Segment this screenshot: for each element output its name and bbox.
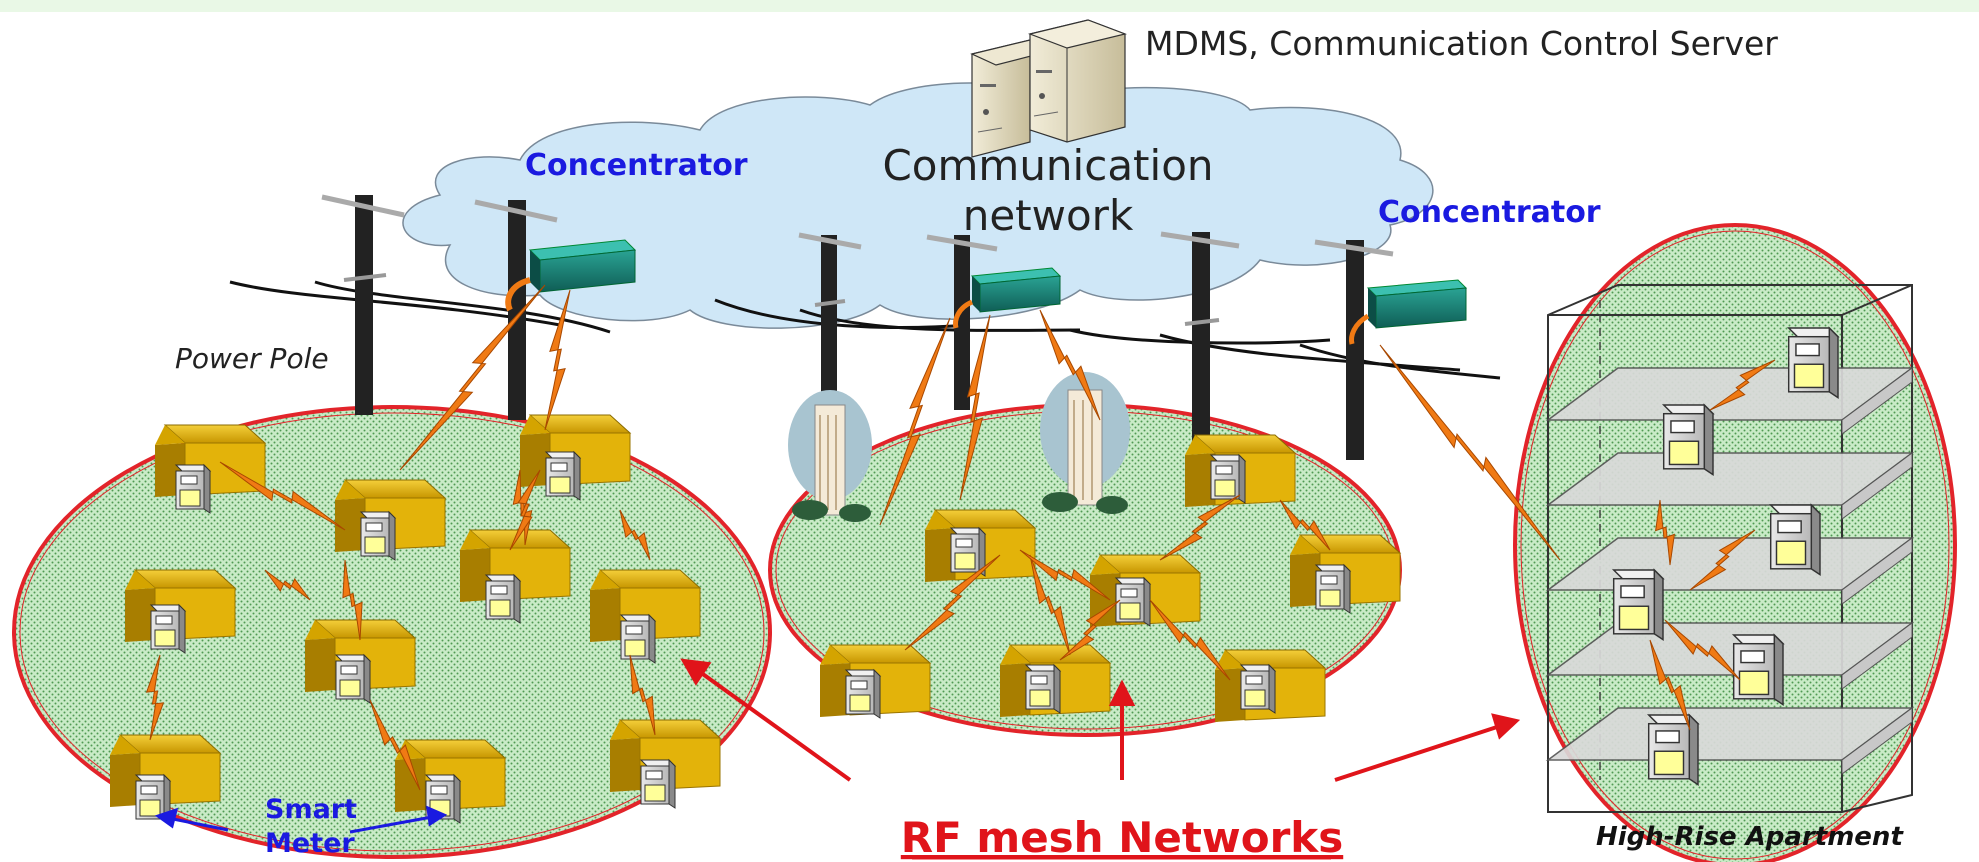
server-label: MDMS, Communication Control Server — [1145, 24, 1778, 63]
lightning-bolt-icon — [959, 314, 991, 501]
lightning-bolt-icon — [219, 461, 346, 531]
house-icon — [590, 569, 702, 642]
smart-meter-icon — [619, 613, 657, 664]
smart-meter-icon — [149, 603, 187, 654]
lightning-bolt-icon — [1654, 499, 1676, 566]
cloud-label-line1: Communication — [882, 141, 1213, 190]
house-icon — [520, 414, 632, 487]
smart-meter-icon — [1114, 576, 1152, 627]
lightning-bolt-icon — [629, 654, 656, 736]
lightning-bolt-icon — [342, 559, 363, 641]
lightning-bolt-icon — [145, 654, 165, 741]
rf-links — [145, 284, 1776, 791]
smart-meter-label-line1: Smart — [265, 794, 357, 825]
lightning-bolt-icon — [369, 699, 421, 791]
lightning-bolt-icon — [1029, 554, 1071, 656]
house-icon — [460, 529, 572, 602]
smart-meter-icon — [1768, 503, 1822, 576]
smart-meter-icon — [334, 653, 372, 704]
smart-meter-icon — [1209, 453, 1247, 504]
smart-meter-label-line2: Meter — [265, 828, 355, 859]
lightning-bolt-icon — [1689, 529, 1756, 591]
concentrator-right-label: Concentrator — [1378, 195, 1601, 230]
smart-meter-icon — [484, 573, 522, 624]
lightning-bolt-icon — [1709, 359, 1776, 411]
top-band — [0, 0, 1979, 12]
smart-meter-icon — [1661, 403, 1715, 476]
smart-meter-icon — [1786, 326, 1840, 399]
high-rise-label: High-Rise Apartment — [1596, 822, 1904, 852]
lightning-bolt-icon — [1149, 599, 1231, 681]
smart-meters — [134, 326, 1840, 824]
smart-meter-icon — [844, 668, 882, 719]
rf-mesh-pointer-arrows — [680, 658, 1521, 782]
smart-meter-icon — [1024, 663, 1062, 714]
lightning-bolt-icon — [399, 284, 546, 471]
smart-meter-icon — [1314, 563, 1352, 614]
lightning-bolt-icon — [1039, 309, 1101, 421]
lightning-bolt-icon — [879, 317, 951, 526]
smart-meter-icon — [1646, 713, 1700, 786]
smart-meter-icon — [174, 463, 212, 514]
smart-meter-icon — [544, 450, 582, 501]
lightning-bolt-icon — [512, 469, 533, 546]
lightning-bolt-icon — [1649, 639, 1691, 731]
smart-meter-icon — [639, 758, 677, 809]
cloud-label-line2: network — [963, 191, 1134, 240]
cloud-communication-network — [402, 82, 1434, 329]
server-icon — [970, 19, 1128, 158]
lightning-bolt-icon — [544, 289, 571, 431]
rf-mesh-label: RF mesh Networks — [901, 813, 1343, 862]
concentrator-icon — [505, 239, 1468, 345]
lightning-bolt-icon — [1059, 599, 1121, 661]
smart-meter-icon — [1239, 663, 1277, 714]
smart-meter-pointer-arrows — [154, 805, 448, 834]
lightning-bolt-icon — [1019, 549, 1111, 601]
power-pole-label: Power Pole — [175, 342, 329, 375]
lightning-bolt-icon — [1379, 344, 1561, 561]
lightning-bolt-icon — [1279, 499, 1331, 551]
lightning-bolt-icon — [509, 469, 541, 551]
high-rise-apartment — [1545, 284, 1915, 813]
lightning-bolt-icon — [1664, 619, 1741, 681]
power-pole-icon — [321, 194, 1394, 460]
smart-meter-icon — [359, 510, 397, 561]
lightning-bolt-icon — [904, 554, 1001, 651]
concentrator-left-label: Concentrator — [525, 148, 748, 183]
lightning-bolt-icon — [264, 569, 311, 601]
lightning-bolt-icon — [619, 509, 651, 561]
smart-meter-icon — [1731, 633, 1785, 706]
lightning-bolt-icon — [1159, 494, 1241, 561]
building-icon — [788, 372, 1130, 522]
smart-meter-icon — [949, 526, 987, 577]
smart-meter-icon — [1611, 568, 1665, 641]
